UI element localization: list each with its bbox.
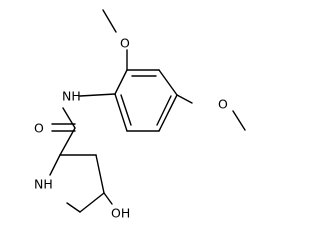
bond-pyr-c4-c5	[79, 192, 105, 213]
bond-pyr-c5-n	[66, 202, 81, 213]
bond-ccarb-pyr-c2	[59, 127, 76, 156]
bond-oright-methyl	[232, 110, 246, 131]
bond-pyr-c3-c4	[95, 154, 105, 194]
bond-ring-c3-c4	[158, 69, 178, 96]
atom-label-n-amide: NH	[62, 89, 81, 104]
atom-label-oh: OH	[111, 206, 130, 221]
bond-c1-n	[79, 93, 116, 97]
bond-n-ccarb	[62, 107, 76, 129]
atom-label-n-ring: NH	[34, 177, 53, 192]
atom-label-o-carbonyl: O	[34, 121, 44, 136]
structure-diagram: O O NH O NH OH	[34, 9, 246, 221]
bond-ring-inner-b	[156, 95, 172, 126]
bond-ring-inner-c	[120, 94, 132, 126]
bond-methyl-top	[102, 9, 117, 33]
bond-c4-oright	[176, 94, 193, 104]
bond-ring-c4-c5	[158, 94, 178, 132]
bond-ring-c6-c1	[114, 93, 128, 132]
bond-c4-oh	[103, 192, 113, 205]
atom-label-o-top: O	[120, 36, 130, 51]
bond-ring-c1-c2	[114, 69, 128, 95]
atom-label-o-right: O	[218, 97, 228, 112]
bond-pyr-n-c2	[49, 154, 61, 176]
